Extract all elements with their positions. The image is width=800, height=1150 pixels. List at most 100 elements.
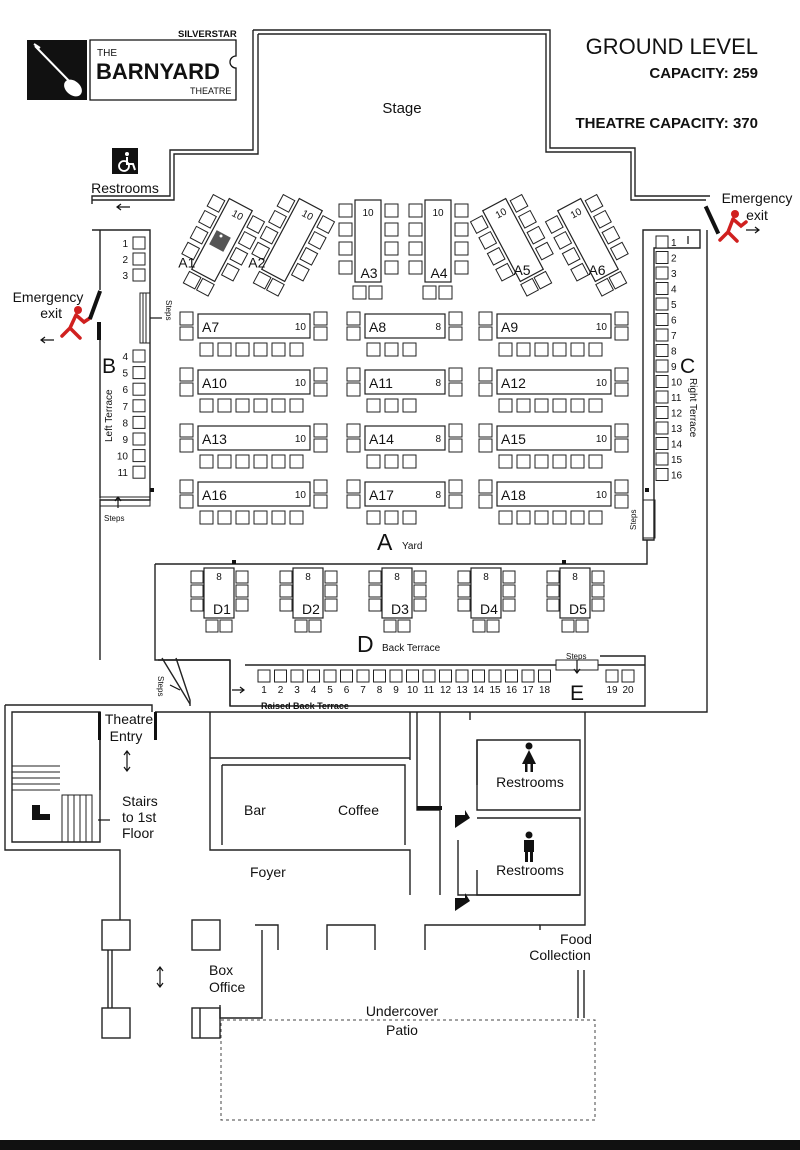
emergency-exit-left-2: exit xyxy=(40,305,62,321)
seat xyxy=(198,209,217,229)
seat xyxy=(179,311,194,326)
seat-label: 10 xyxy=(362,208,374,219)
seat-label: A10 xyxy=(202,375,227,391)
seat xyxy=(655,297,669,311)
food-collection-label: Food xyxy=(560,931,592,947)
seat-label: 9 xyxy=(122,435,128,446)
seat xyxy=(217,398,232,413)
seat xyxy=(279,584,293,598)
seat xyxy=(279,598,293,612)
seat xyxy=(195,277,215,297)
seat-label: A12 xyxy=(501,375,526,391)
seat xyxy=(235,398,250,413)
table xyxy=(424,199,452,283)
seat-label: A7 xyxy=(202,319,219,335)
seat xyxy=(251,241,271,261)
seat-label: 10 xyxy=(596,490,608,501)
seat-label: 2 xyxy=(278,685,284,696)
seat-label: 8 xyxy=(377,685,383,696)
seat xyxy=(478,367,493,382)
seat xyxy=(478,382,493,397)
seat xyxy=(313,311,328,326)
seat xyxy=(132,415,146,429)
seat xyxy=(199,398,214,413)
seat-label: 15 xyxy=(489,685,501,696)
seat-label: 16 xyxy=(506,685,518,696)
seat xyxy=(614,423,629,438)
seat xyxy=(252,270,272,290)
seat xyxy=(346,367,361,382)
seat xyxy=(408,203,423,218)
seat xyxy=(570,510,585,525)
seat xyxy=(609,241,629,261)
seat xyxy=(271,454,286,469)
seat-label: A3 xyxy=(360,265,377,281)
running-person-icon xyxy=(718,210,748,243)
box-office-label: Box xyxy=(209,962,233,978)
seat xyxy=(422,285,437,300)
seat xyxy=(498,454,513,469)
seat xyxy=(308,619,322,633)
seat xyxy=(655,235,669,249)
seat xyxy=(313,494,328,509)
table xyxy=(364,425,446,451)
seat xyxy=(495,262,515,282)
seat-label: D5 xyxy=(569,601,587,617)
seat xyxy=(655,313,669,326)
seat xyxy=(235,454,250,469)
seat xyxy=(179,479,194,494)
seat xyxy=(384,260,399,275)
seat xyxy=(448,423,463,438)
stage-label: Stage xyxy=(382,100,421,117)
seat xyxy=(356,669,370,683)
steps-label-right: Steps xyxy=(629,510,638,530)
seat xyxy=(179,494,194,509)
seat-label: 10 xyxy=(494,206,509,221)
seat xyxy=(655,266,669,280)
seat-label: 19 xyxy=(606,685,618,696)
theatre-entry-label: Theatre xyxy=(105,711,153,727)
seat xyxy=(313,326,328,341)
seat xyxy=(478,311,493,326)
seat-label: D1 xyxy=(213,601,231,617)
seat xyxy=(655,406,669,419)
seat xyxy=(502,584,516,598)
seat-label: A17 xyxy=(369,487,394,503)
seat xyxy=(346,382,361,397)
seat xyxy=(472,669,485,683)
seat xyxy=(235,342,250,357)
seat xyxy=(546,570,560,584)
table-label: A1 xyxy=(178,255,195,271)
seat xyxy=(253,510,268,525)
patio-label-2: Patio xyxy=(386,1022,418,1038)
table xyxy=(481,197,545,283)
seat xyxy=(655,421,669,435)
table xyxy=(260,197,324,283)
seat xyxy=(486,246,506,266)
seat-label: A8 xyxy=(369,319,386,335)
seat xyxy=(655,375,669,388)
seat xyxy=(402,398,417,413)
seat xyxy=(478,479,493,494)
seat xyxy=(591,598,605,612)
seat xyxy=(271,510,286,525)
seat-label: 11 xyxy=(118,468,129,479)
table-label: A5 xyxy=(513,262,530,278)
seat-label: 12 xyxy=(671,409,683,420)
seat xyxy=(588,454,603,469)
table xyxy=(559,567,591,619)
seat xyxy=(384,203,399,218)
seat xyxy=(271,342,286,357)
seat-label: 8 xyxy=(671,347,677,358)
seat xyxy=(505,669,518,683)
seat xyxy=(313,423,328,438)
table-d2: 8D2 xyxy=(279,567,338,633)
seat xyxy=(552,398,567,413)
footer-bar xyxy=(0,1140,800,1150)
steps-label-e: Steps xyxy=(566,652,586,661)
section-a-label: A xyxy=(377,529,393,555)
